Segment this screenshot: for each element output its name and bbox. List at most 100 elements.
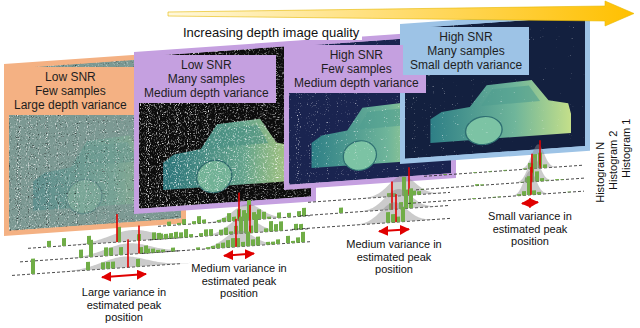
- gaussian-bell: [355, 200, 433, 225]
- variance-note: Medium variance in estimated peak positi…: [187, 262, 291, 300]
- art-rect: [472, 198, 476, 200]
- peak-estimate: [127, 239, 129, 267]
- condition-line: Few samples: [294, 62, 419, 76]
- art-rect: [244, 213, 248, 233]
- art-rect: [266, 242, 270, 245]
- art-rect: [89, 240, 93, 257]
- art-rect: [302, 208, 306, 216]
- histogram-label: Histogram N: [594, 141, 607, 202]
- condition-line: Large depth variance: [14, 98, 127, 112]
- art-rect: [276, 239, 280, 244]
- condition-line: Medium depth variance: [294, 76, 419, 90]
- art-rect: [159, 233, 163, 239]
- art-rect: [192, 221, 196, 224]
- art-rect: [169, 233, 173, 239]
- art-rect: [274, 224, 278, 231]
- condition-line: Low SNR: [14, 70, 127, 84]
- art-rect: [246, 231, 250, 246]
- gaussian-bell: [512, 170, 548, 197]
- condition-line: Many samples: [144, 72, 269, 86]
- peak-estimate: [116, 214, 118, 242]
- art-rect: [241, 242, 245, 247]
- peak-estimate: [249, 205, 251, 233]
- art-rect: [286, 236, 290, 244]
- art-rect: [119, 247, 123, 255]
- histogram-bars: [420, 161, 564, 189]
- art-rect: [136, 259, 140, 267]
- art-rect: [497, 196, 501, 198]
- art-rect: [196, 247, 200, 250]
- histogram-label: Histogram 1: [620, 118, 633, 177]
- peak-estimate: [138, 226, 140, 254]
- art-rect: [151, 248, 155, 252]
- art-rect: [211, 246, 215, 249]
- art-rect: [522, 191, 526, 196]
- histogram-bars: [79, 236, 148, 258]
- art-rect: [339, 208, 343, 214]
- art-rect: [167, 221, 171, 225]
- peak-estimate: [395, 194, 397, 222]
- art-rect: [517, 194, 521, 196]
- art-rect: [492, 196, 496, 198]
- art-rect: [503, 169, 507, 171]
- quality-arrow: [168, 1, 634, 26]
- variance-arrow: [224, 254, 254, 256]
- gaussian-bell: [58, 252, 190, 272]
- art-rect: [287, 213, 291, 218]
- art-rect: [401, 207, 405, 222]
- gaussian-bell: [197, 228, 281, 250]
- art-rect: [217, 220, 221, 223]
- variance-arrow: [379, 229, 409, 231]
- art-rect: [475, 184, 479, 186]
- art-rect: [231, 238, 235, 247]
- art-rect: [199, 233, 203, 236]
- variance-note: Medium variance in estimated peak positi…: [342, 238, 446, 276]
- art-rect: [251, 239, 255, 246]
- condition-line: Many samples: [410, 44, 522, 58]
- art-rect: [189, 234, 193, 237]
- condition-line: High SNR: [410, 30, 522, 44]
- art-rect: [47, 241, 51, 247]
- histogram-bars: [412, 173, 571, 203]
- art-rect: [161, 249, 165, 252]
- condition-line: Small depth variance: [410, 58, 522, 72]
- art-rect: [271, 242, 275, 245]
- art-rect: [279, 221, 283, 231]
- art-rect: [417, 191, 421, 195]
- art-rect: [164, 234, 168, 239]
- art-rect: [182, 219, 186, 225]
- art-rect: [409, 188, 413, 208]
- art-rect: [152, 232, 156, 239]
- art-rect: [537, 192, 541, 195]
- art-rect: [177, 223, 181, 225]
- art-rect: [488, 170, 492, 172]
- art-rect: [226, 240, 230, 248]
- variance-note: Small variance in estimated peak positio…: [478, 210, 582, 248]
- variance-note: Large variance in estimated peak positio…: [72, 286, 176, 324]
- art-rect: [545, 180, 549, 181]
- art-rect: [79, 249, 83, 257]
- art-rect: [106, 262, 110, 269]
- art-rect: [216, 243, 220, 248]
- art-rect: [567, 191, 571, 193]
- art-rect: [156, 250, 160, 253]
- art-rect: [224, 228, 228, 235]
- art-rect: [256, 236, 260, 245]
- art-rect: [62, 238, 66, 246]
- condition-box: Low SNRFew samplesLarge depth variance: [7, 67, 134, 115]
- condition-line: Medium depth variance: [144, 86, 269, 100]
- art-rect: [540, 178, 544, 181]
- gaussian-bell: [66, 225, 198, 245]
- peak-estimate: [238, 193, 240, 221]
- histogram-axis: [408, 191, 584, 203]
- variance-arrow: [102, 274, 146, 277]
- depth-panel: [400, 11, 590, 164]
- art-rect: [291, 241, 295, 243]
- art-rect: [301, 232, 305, 243]
- quality-label: Increasing depth image quality: [180, 25, 362, 40]
- art-rect: [171, 248, 175, 252]
- art-rect: [262, 212, 266, 219]
- variance-arrow: [522, 202, 538, 203]
- condition-line: Low SNR: [144, 58, 269, 72]
